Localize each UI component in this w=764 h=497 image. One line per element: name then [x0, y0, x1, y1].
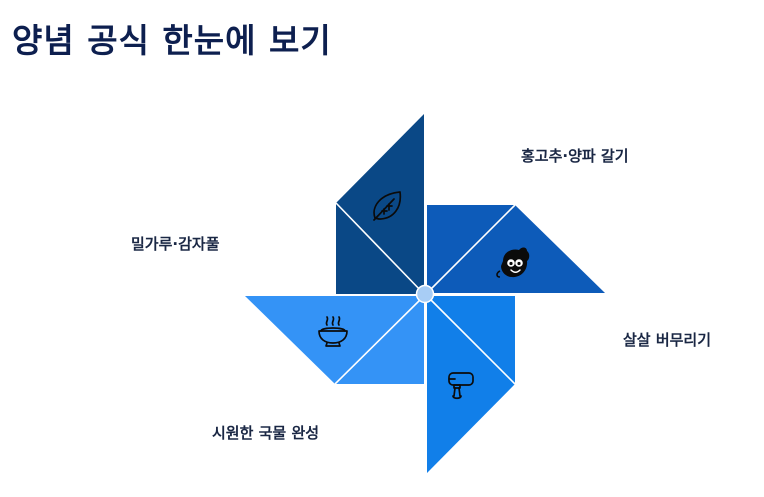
- divider-bottom: [426, 295, 516, 385]
- blade-label-chili-onion: 홍고추·양파 갈기: [521, 147, 629, 165]
- hand-mixer-icon: [448, 372, 474, 400]
- pinwheel-blade-top: [336, 114, 424, 294]
- divider-top: [335, 202, 425, 295]
- divider-left: [334, 295, 425, 385]
- blade-dividers: [334, 202, 516, 385]
- chili-face-icon: [496, 247, 530, 278]
- blade-label-flour-potato: 밀가루·감자풀: [131, 235, 220, 253]
- pinwheel-blade-right: [427, 205, 605, 293]
- blade-label-mix: 살살 버무리기: [623, 331, 712, 349]
- divider-right: [426, 204, 516, 294]
- soup-bowl-icon: [318, 316, 348, 347]
- page-title: 양념 공식 한눈에 보기: [12, 21, 332, 60]
- leaf-icon: [373, 191, 402, 221]
- pinwheel-hub: [415, 284, 435, 304]
- pinwheel-blade-left: [245, 296, 424, 384]
- blade-label-broth: 시원한 국물 완성: [212, 424, 320, 442]
